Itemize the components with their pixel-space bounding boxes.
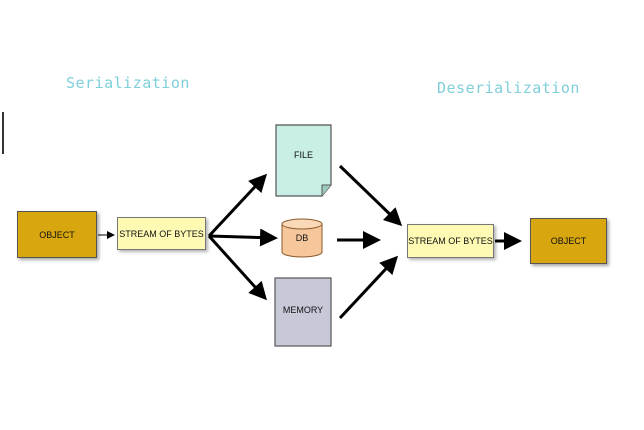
arrow-stream-to-db: [208, 228, 278, 247]
memory-node: [274, 277, 332, 347]
object-right-node: OBJECT: [530, 218, 607, 264]
left-edge-mark: [2, 112, 4, 154]
stream-left-node: STREAM OF BYTES: [117, 217, 206, 250]
file-node: [275, 124, 332, 197]
db-label: DB: [295, 233, 309, 243]
arrow-file-to-stream: [338, 164, 403, 227]
stream-right-node: STREAM OF BYTES: [407, 224, 494, 258]
object-left-node: OBJECT: [17, 211, 97, 258]
serialization-heading: Serialization: [66, 74, 190, 92]
arrow-stream-to-file: [207, 173, 268, 238]
file-label: FILE: [293, 150, 313, 160]
deserialization-heading: Deserialization: [437, 79, 580, 97]
db-node: [281, 218, 323, 258]
arrow-memory-to-stream: [338, 255, 399, 320]
memory-label: MEMORY: [282, 305, 324, 315]
arrow-stream-to-memory: [207, 234, 268, 301]
